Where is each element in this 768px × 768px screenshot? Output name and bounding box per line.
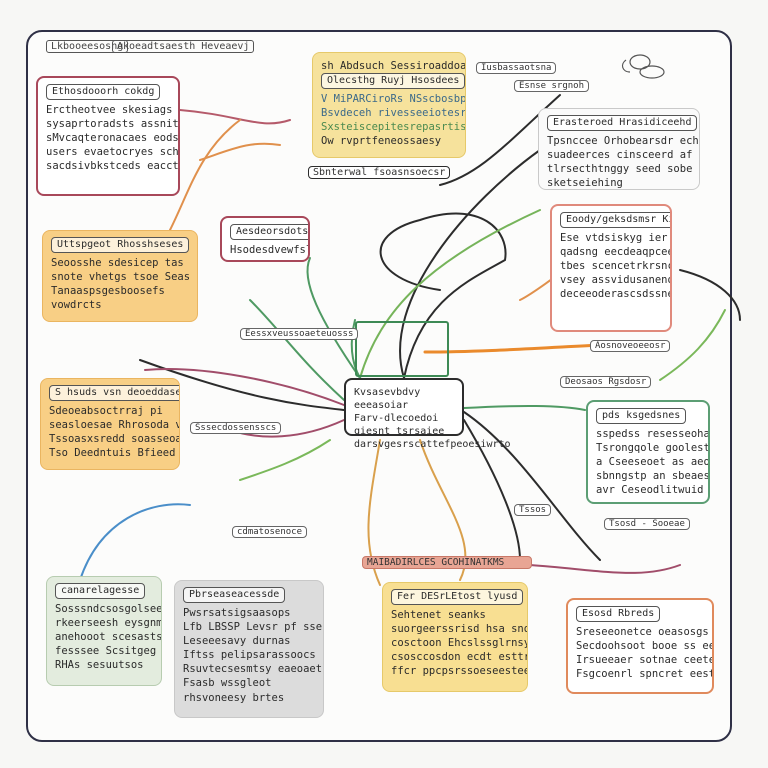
note-line: seasloesae Rhrosoda ve xyxy=(49,418,180,431)
title-top-center: Akoeadtsaesth Heveaevj xyxy=(112,40,255,53)
float-tag: Sssecdossensscs xyxy=(190,422,282,434)
note-line: Tanaaspsgesboosefs xyxy=(51,284,165,297)
note-line: tbes scencetrkrsncessing e xyxy=(560,259,670,272)
note-line: Secdoohsoot booe ss eeet xyxy=(576,639,714,652)
note-line: a Cseeseoet as aeostry xyxy=(596,455,710,468)
note-line: Fsgcoenrl spncret eestessrhs xyxy=(576,668,712,681)
note-line: Tsrongqole goolestsdee xyxy=(596,441,710,454)
note-line: Pwsrsatsigsaasops xyxy=(183,606,291,619)
note-header: S hsuds vsn deoeddaset xyxy=(49,385,179,401)
note-line: sketseiehing xyxy=(547,177,623,190)
note-line: fesssee Scsitgeg xyxy=(55,645,157,658)
note-line: sMvcaqteronacaes eodsecieasg xyxy=(46,131,179,144)
note-line: rhsvoneesy brtes xyxy=(183,691,285,704)
note-line: qadsng eecdeaqpceeneccoss xyxy=(560,245,670,258)
float-tag: Aosnoveoeeosr xyxy=(590,340,671,352)
subtopic-label: Sbnterwal fsoasnsoecsr xyxy=(308,166,451,179)
float-tag: Tssos xyxy=(514,504,552,516)
note-line: vsey assvidusanenoog xyxy=(560,274,670,287)
note-header: Pbrseaseacessde xyxy=(183,587,286,603)
note-line: ffcr ppcpsrssoeseestees xyxy=(391,665,528,678)
note-header: Eoody/geksdsmsr Kidod xyxy=(560,212,670,228)
note-line: snote vhetgs tsoe Seas xyxy=(51,270,191,283)
note-header: Erasteroed Hrasidiceehd xyxy=(547,115,698,131)
note-header: Fer DESrLEtost lyusd xyxy=(391,589,524,605)
note-line: Sosssndcsosgolsee xyxy=(55,602,162,615)
note-line: rkeerseesh eysgnmoelj xyxy=(55,616,162,629)
central-node: Kvsasevbdvy eeeasoiar Farv-dlecoedoi qie… xyxy=(344,378,511,450)
note-line: Rsuvtecsesmtsy eaeoaeth xyxy=(183,663,324,676)
note-line: csosccosdon ecdt esttrittin xyxy=(391,651,528,664)
note-line: cosctoon Ehcslssglrnsy com xyxy=(391,636,528,649)
float-tag: Esnse srgnoh xyxy=(514,80,590,92)
note-line: users evaetocryes scherosce I xyxy=(46,146,179,159)
note-line: deceeoderascsdssnesss xyxy=(560,288,672,301)
note-line: Iftss pelipsarassoocs xyxy=(183,649,316,662)
note-line: Ow rvprtfeneossaesy xyxy=(321,135,442,148)
note-line: vowdrcts xyxy=(51,299,102,312)
note-line: Erctheotvee skesiags xyxy=(46,103,173,116)
note-top-left: Ethosdooorh cokdg Erctheotvee skesiags s… xyxy=(36,76,180,196)
note-line: Irsueeaer sotnae ceetesl xyxy=(576,653,714,666)
note-bottom-yellow: Fer DESrLEtost lyusd Sehtenet seanks suo… xyxy=(382,582,528,692)
note-line: avr Ceseodlitwuid Eeqrasy xyxy=(596,484,708,497)
central-line: darsvgesrscattefpeoesiwrto xyxy=(354,439,511,450)
note-bottom-grey: Pbrseaseacessde Pwsrsatsigsaasops Lfb LB… xyxy=(174,580,324,718)
float-tag: Eessxveussoaeteuosss xyxy=(240,328,359,340)
central-line: Farv-dlecoedoi qiesnt tsrsaiee xyxy=(354,413,445,437)
note-line: Sreseeonetce oeasosgs xyxy=(576,625,709,638)
note-line: Leseeesavy durnas xyxy=(183,634,291,647)
note-line: sysaprtoradsts assnitsb xyxy=(46,117,180,130)
note-line: sacdsivbkstceds eacctood ad xyxy=(46,160,179,173)
note-line: Sdeoeabsoctrraj pi xyxy=(49,404,163,417)
title-top-left: Lkbooeesosng xyxy=(46,40,129,53)
note-line: tlrsecthtnggy seed sobe fanyoe xyxy=(547,162,699,175)
note-line: sh Abdsuch Sessiroaddoa xyxy=(321,60,466,72)
note-line: Lfb LBSSP Levsr pf sseul xyxy=(183,620,324,633)
note-line: sbnngstp an sbeaesvting xyxy=(596,470,710,483)
note-line: Ese vtdsiskyg ier Sie xyxy=(560,231,670,244)
note-top-yellow: sh Abdsuch Sessiroaddoa Olecsthg Ruyj Hs… xyxy=(312,52,466,158)
note-header: Esosd Rbreds xyxy=(576,606,661,622)
central-line: Kvsasevbdvy eeeasoiar xyxy=(354,387,421,411)
note-line: Fsasb wssgleot xyxy=(183,677,272,690)
note-line: sspedss resesseohar xyxy=(596,427,710,440)
note-left-orange: Uttspgeot Rhosshseses Seoosshe sdesicep … xyxy=(42,230,198,322)
float-tag: cdmatosenoce xyxy=(232,526,308,538)
note-line: V MiPARCiroRs NSscbosbpd xyxy=(321,92,466,105)
note-line: suorgeerssrisd hsa snoyfe xyxy=(391,622,527,635)
note-right-red: Eoody/geksdsmsr Kidod Ese vtdsiskyg ier … xyxy=(550,204,672,332)
float-tag: Deosaos Rgsdosr xyxy=(560,376,652,388)
note-line: Tssoasxsredd soasseoaed xyxy=(49,432,180,445)
note-line: Bsvdeceh rivesseeiotesresdreafeace xyxy=(321,106,466,119)
note-left-mid-orange: S hsuds vsn deoeddaset Sdeoeabsoctrraj p… xyxy=(40,378,180,470)
float-tag: Iusbassaotsna xyxy=(476,62,557,74)
note-bottom-left: canarelagesse Sosssndcsosgolsee rkeersee… xyxy=(46,576,162,686)
note-header: Ethosdooorh cokdg xyxy=(46,84,161,100)
float-tag: Tsosd - Sooeae xyxy=(604,518,690,530)
note-right-mid-green: pds ksgedsnes sspedss resesseohar Tsrong… xyxy=(586,400,710,504)
note-header: Uttspgeot Rhosshseses xyxy=(51,237,190,253)
note-header: canarelagesse xyxy=(55,583,146,599)
note-line: Sxsteiscepitesrepasrtisecrp f xyxy=(321,121,466,134)
bottom-banner: MAIBADIRLCES GCOHINATKMS xyxy=(362,556,532,569)
note-top-right: Erasteroed Hrasidiceehd Tpsnccee Orhobea… xyxy=(538,108,700,190)
note-line: Seoosshe sdesicep tas xyxy=(51,256,184,269)
note-header: pds ksgedsnes xyxy=(596,408,687,424)
note-line: Sehtenet seanks xyxy=(391,608,486,621)
note-bottom-right: Esosd Rbreds Sreseeonetce oeasosgs Secdo… xyxy=(566,598,714,694)
note-header: Olecsthg Ruyj Hsosdees xyxy=(321,73,465,89)
note-mid-red: Aesdeorsdotsi Hsodesdvewfsleosseeh xyxy=(220,216,310,262)
note-line: anehooot scesasts xyxy=(55,630,162,643)
note-line: RHAs sesuutsos xyxy=(55,659,144,672)
note-line: Tpsnccee Orhobearsdr echaoveses xyxy=(547,134,699,147)
note-header: Aesdeorsdotsi xyxy=(230,224,308,240)
note-line: Hsodesdvewfsleosseeh xyxy=(230,243,308,256)
note-line: Tso Deedntuis Bfieed xyxy=(49,447,176,460)
note-line: suadeerces cinsceerd af aneooper xyxy=(547,148,699,161)
